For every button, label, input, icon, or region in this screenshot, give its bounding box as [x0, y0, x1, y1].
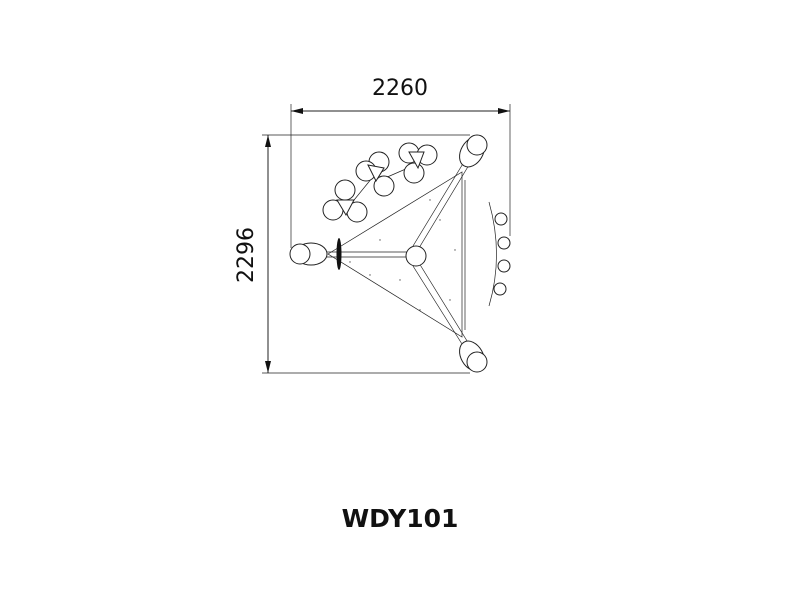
center-hub: [405, 245, 427, 267]
model-code: WDY101: [341, 504, 459, 533]
posts: [289, 134, 488, 373]
post-bottom: [466, 351, 488, 373]
height-dimension: 2296: [234, 134, 470, 374]
bead-rail: [488, 201, 511, 307]
net-triangle: [327, 171, 466, 338]
post-left: [289, 243, 311, 265]
height-label: 2296: [234, 227, 259, 283]
flower-3: [398, 142, 438, 184]
flower-2: [355, 151, 395, 197]
stepping-flowers: [322, 142, 438, 223]
post-top: [466, 134, 488, 156]
flower-1: [322, 179, 368, 223]
width-dimension: 2260: [290, 76, 511, 248]
width-label: 2260: [372, 76, 428, 101]
